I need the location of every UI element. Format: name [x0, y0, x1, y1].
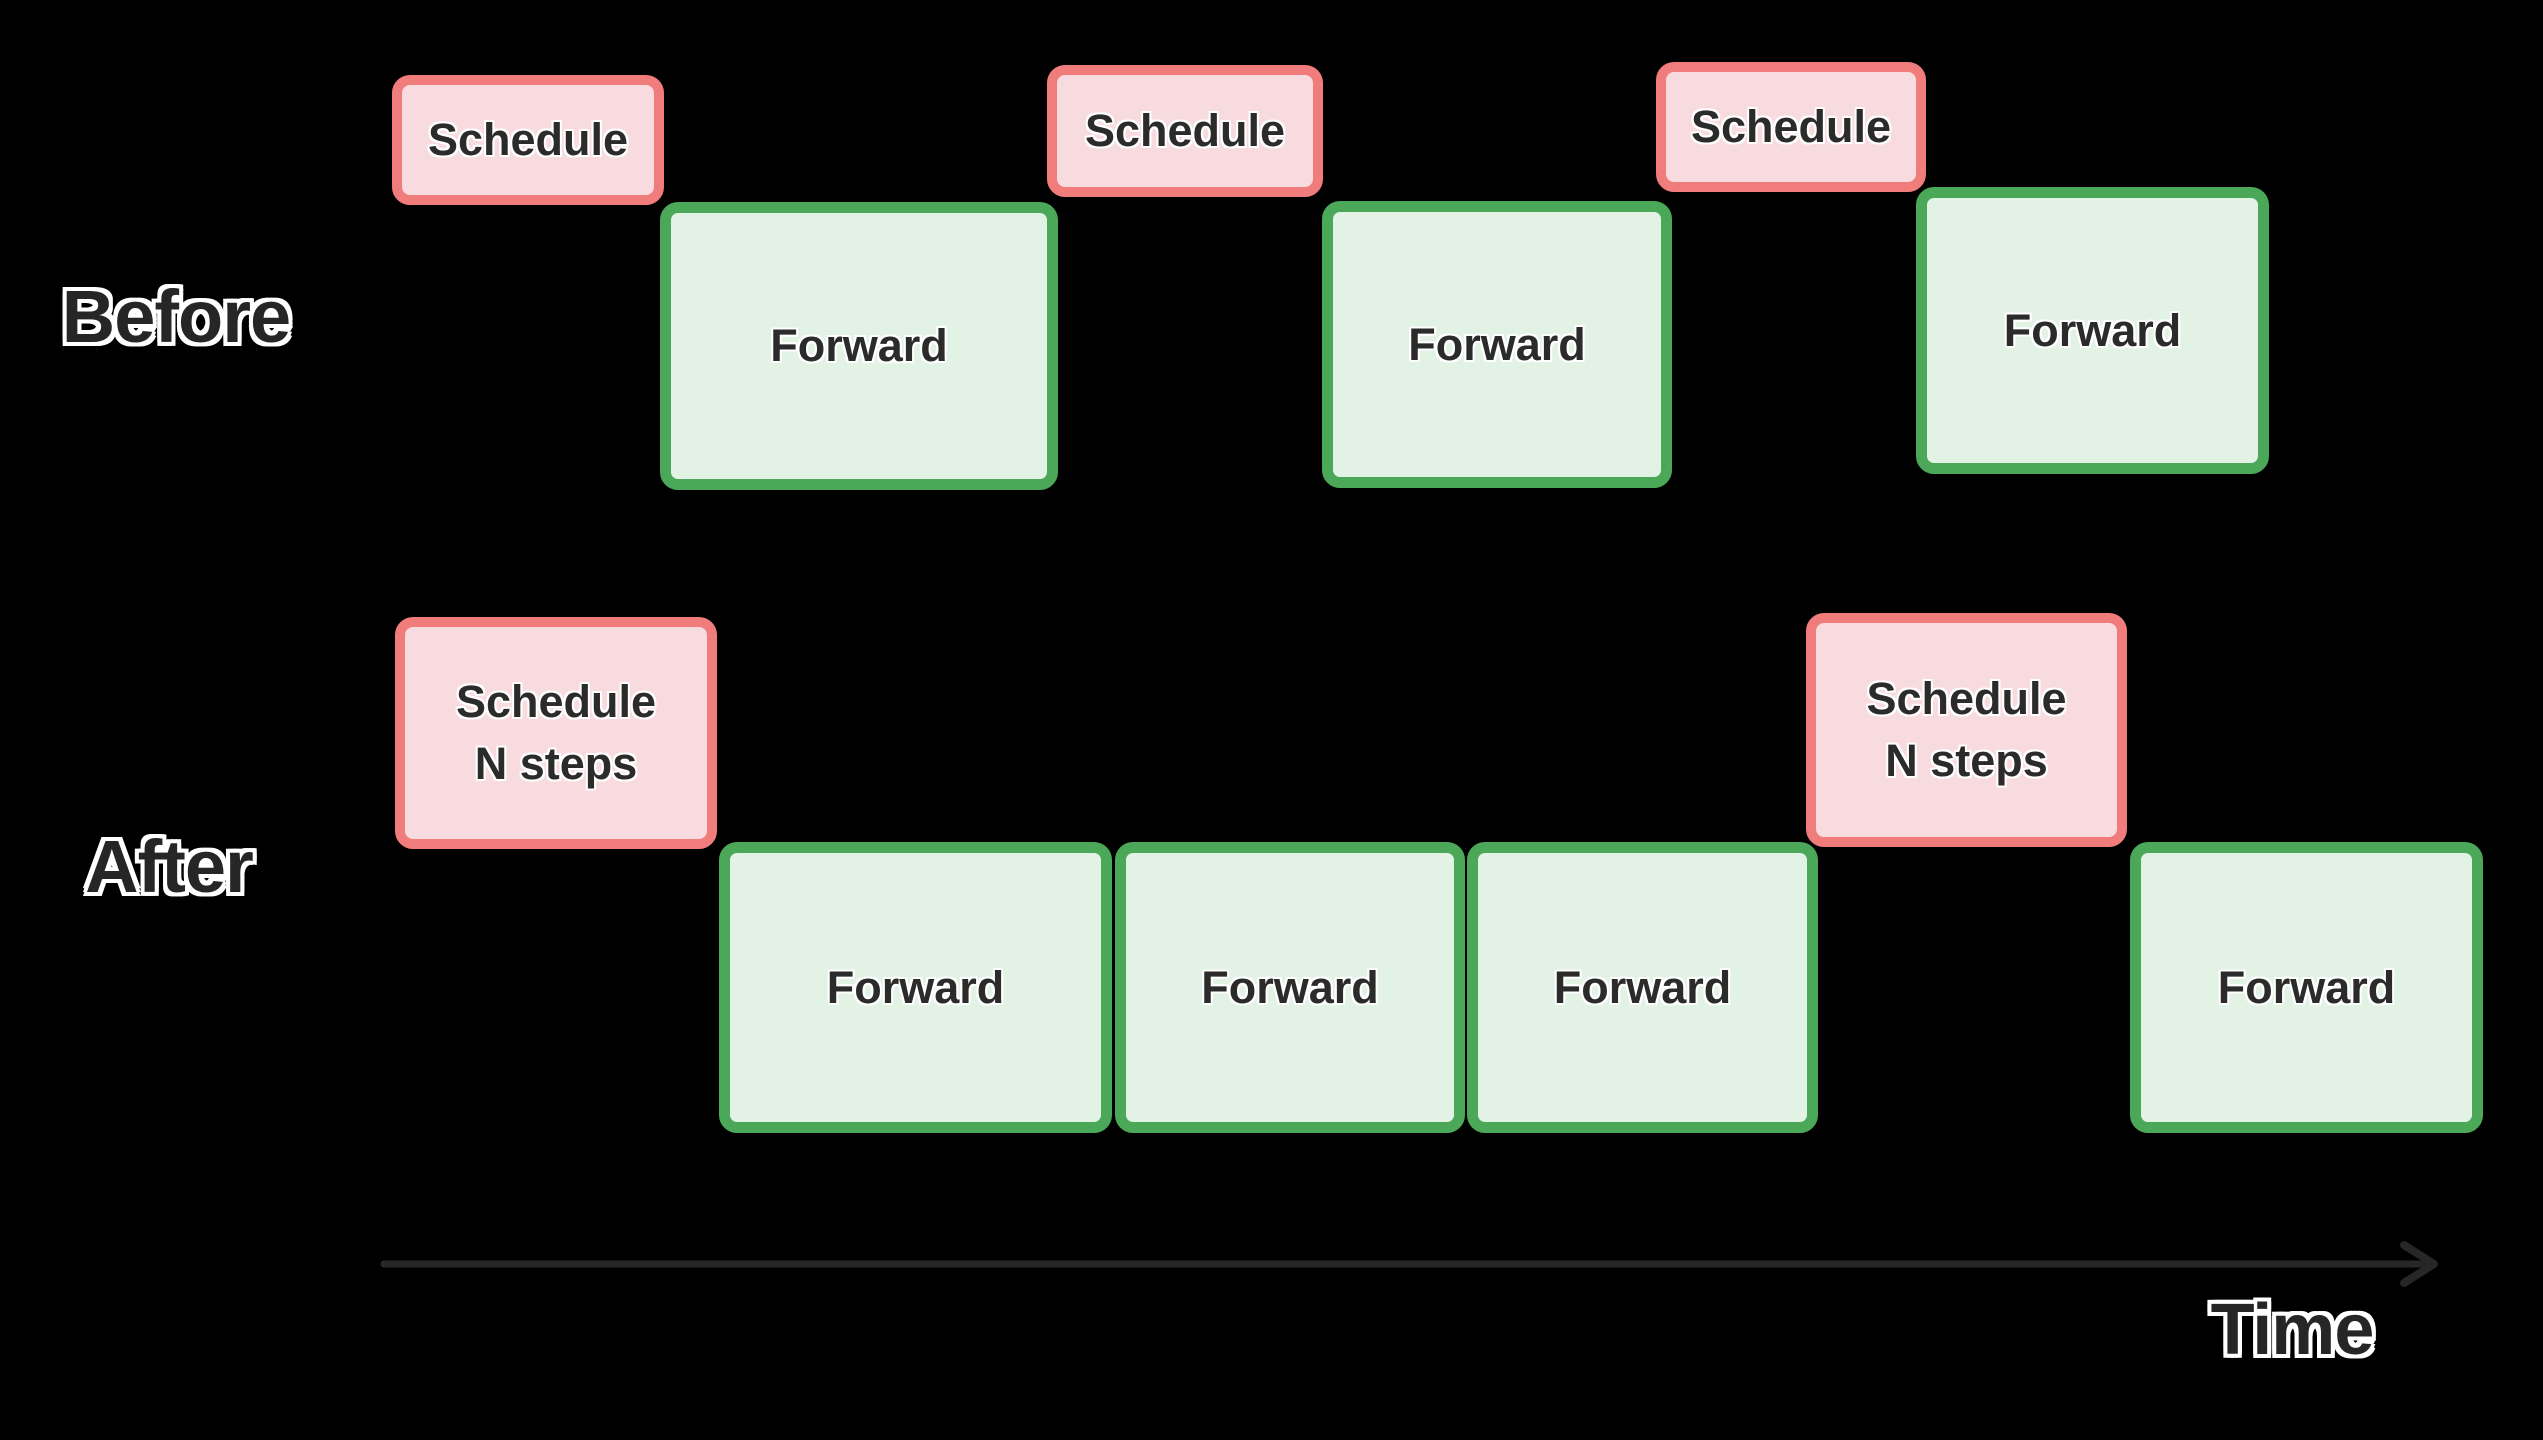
forward-box-before-3: Forward — [1916, 187, 2269, 474]
forward-box-after-2: Forward — [1115, 842, 1465, 1133]
forward-box-before-2: Forward — [1322, 201, 1672, 488]
after-row-label: After — [85, 825, 254, 908]
forward-box-after-3: Forward — [1467, 842, 1818, 1133]
schedule-box-label: Schedule — [427, 114, 629, 165]
arrow-right-icon — [2400, 1241, 2438, 1287]
schedule-n-steps-box-2: Schedule N steps — [1806, 613, 2127, 847]
schedule-box-label: Schedule — [1084, 105, 1286, 156]
forward-box-after-4: Forward — [2130, 842, 2483, 1133]
schedule-box-before-2: Schedule — [1047, 65, 1323, 197]
schedule-n-steps-box-1: Schedule N steps — [395, 617, 717, 849]
time-arrow — [380, 1241, 2438, 1287]
forward-box-label: Forward — [2003, 304, 2182, 356]
forward-box-after-1: Forward — [719, 842, 1112, 1133]
schedule-box-label-line1: Schedule — [1866, 673, 2067, 724]
forward-box-label: Forward — [770, 320, 948, 371]
before-row-label: Before — [61, 275, 291, 358]
schedule-box-label-line2: N steps — [1885, 735, 2048, 786]
forward-box-label: Forward — [1553, 961, 1732, 1013]
schedule-box-before-1: Schedule — [392, 75, 664, 205]
schedule-box-label-line1: Schedule — [455, 676, 657, 727]
schedule-box-label-line2: N steps — [474, 738, 638, 789]
schedule-box-label: Schedule — [1690, 101, 1892, 152]
forward-box-label: Forward — [1201, 961, 1379, 1013]
time-axis-label: Time — [2210, 1290, 2375, 1370]
forward-box-label: Forward — [2217, 961, 2396, 1013]
forward-box-label: Forward — [826, 961, 1005, 1013]
forward-box-label: Forward — [1408, 318, 1586, 370]
forward-box-before-1: Forward — [660, 202, 1058, 490]
schedule-box-before-3: Schedule — [1656, 62, 1926, 192]
